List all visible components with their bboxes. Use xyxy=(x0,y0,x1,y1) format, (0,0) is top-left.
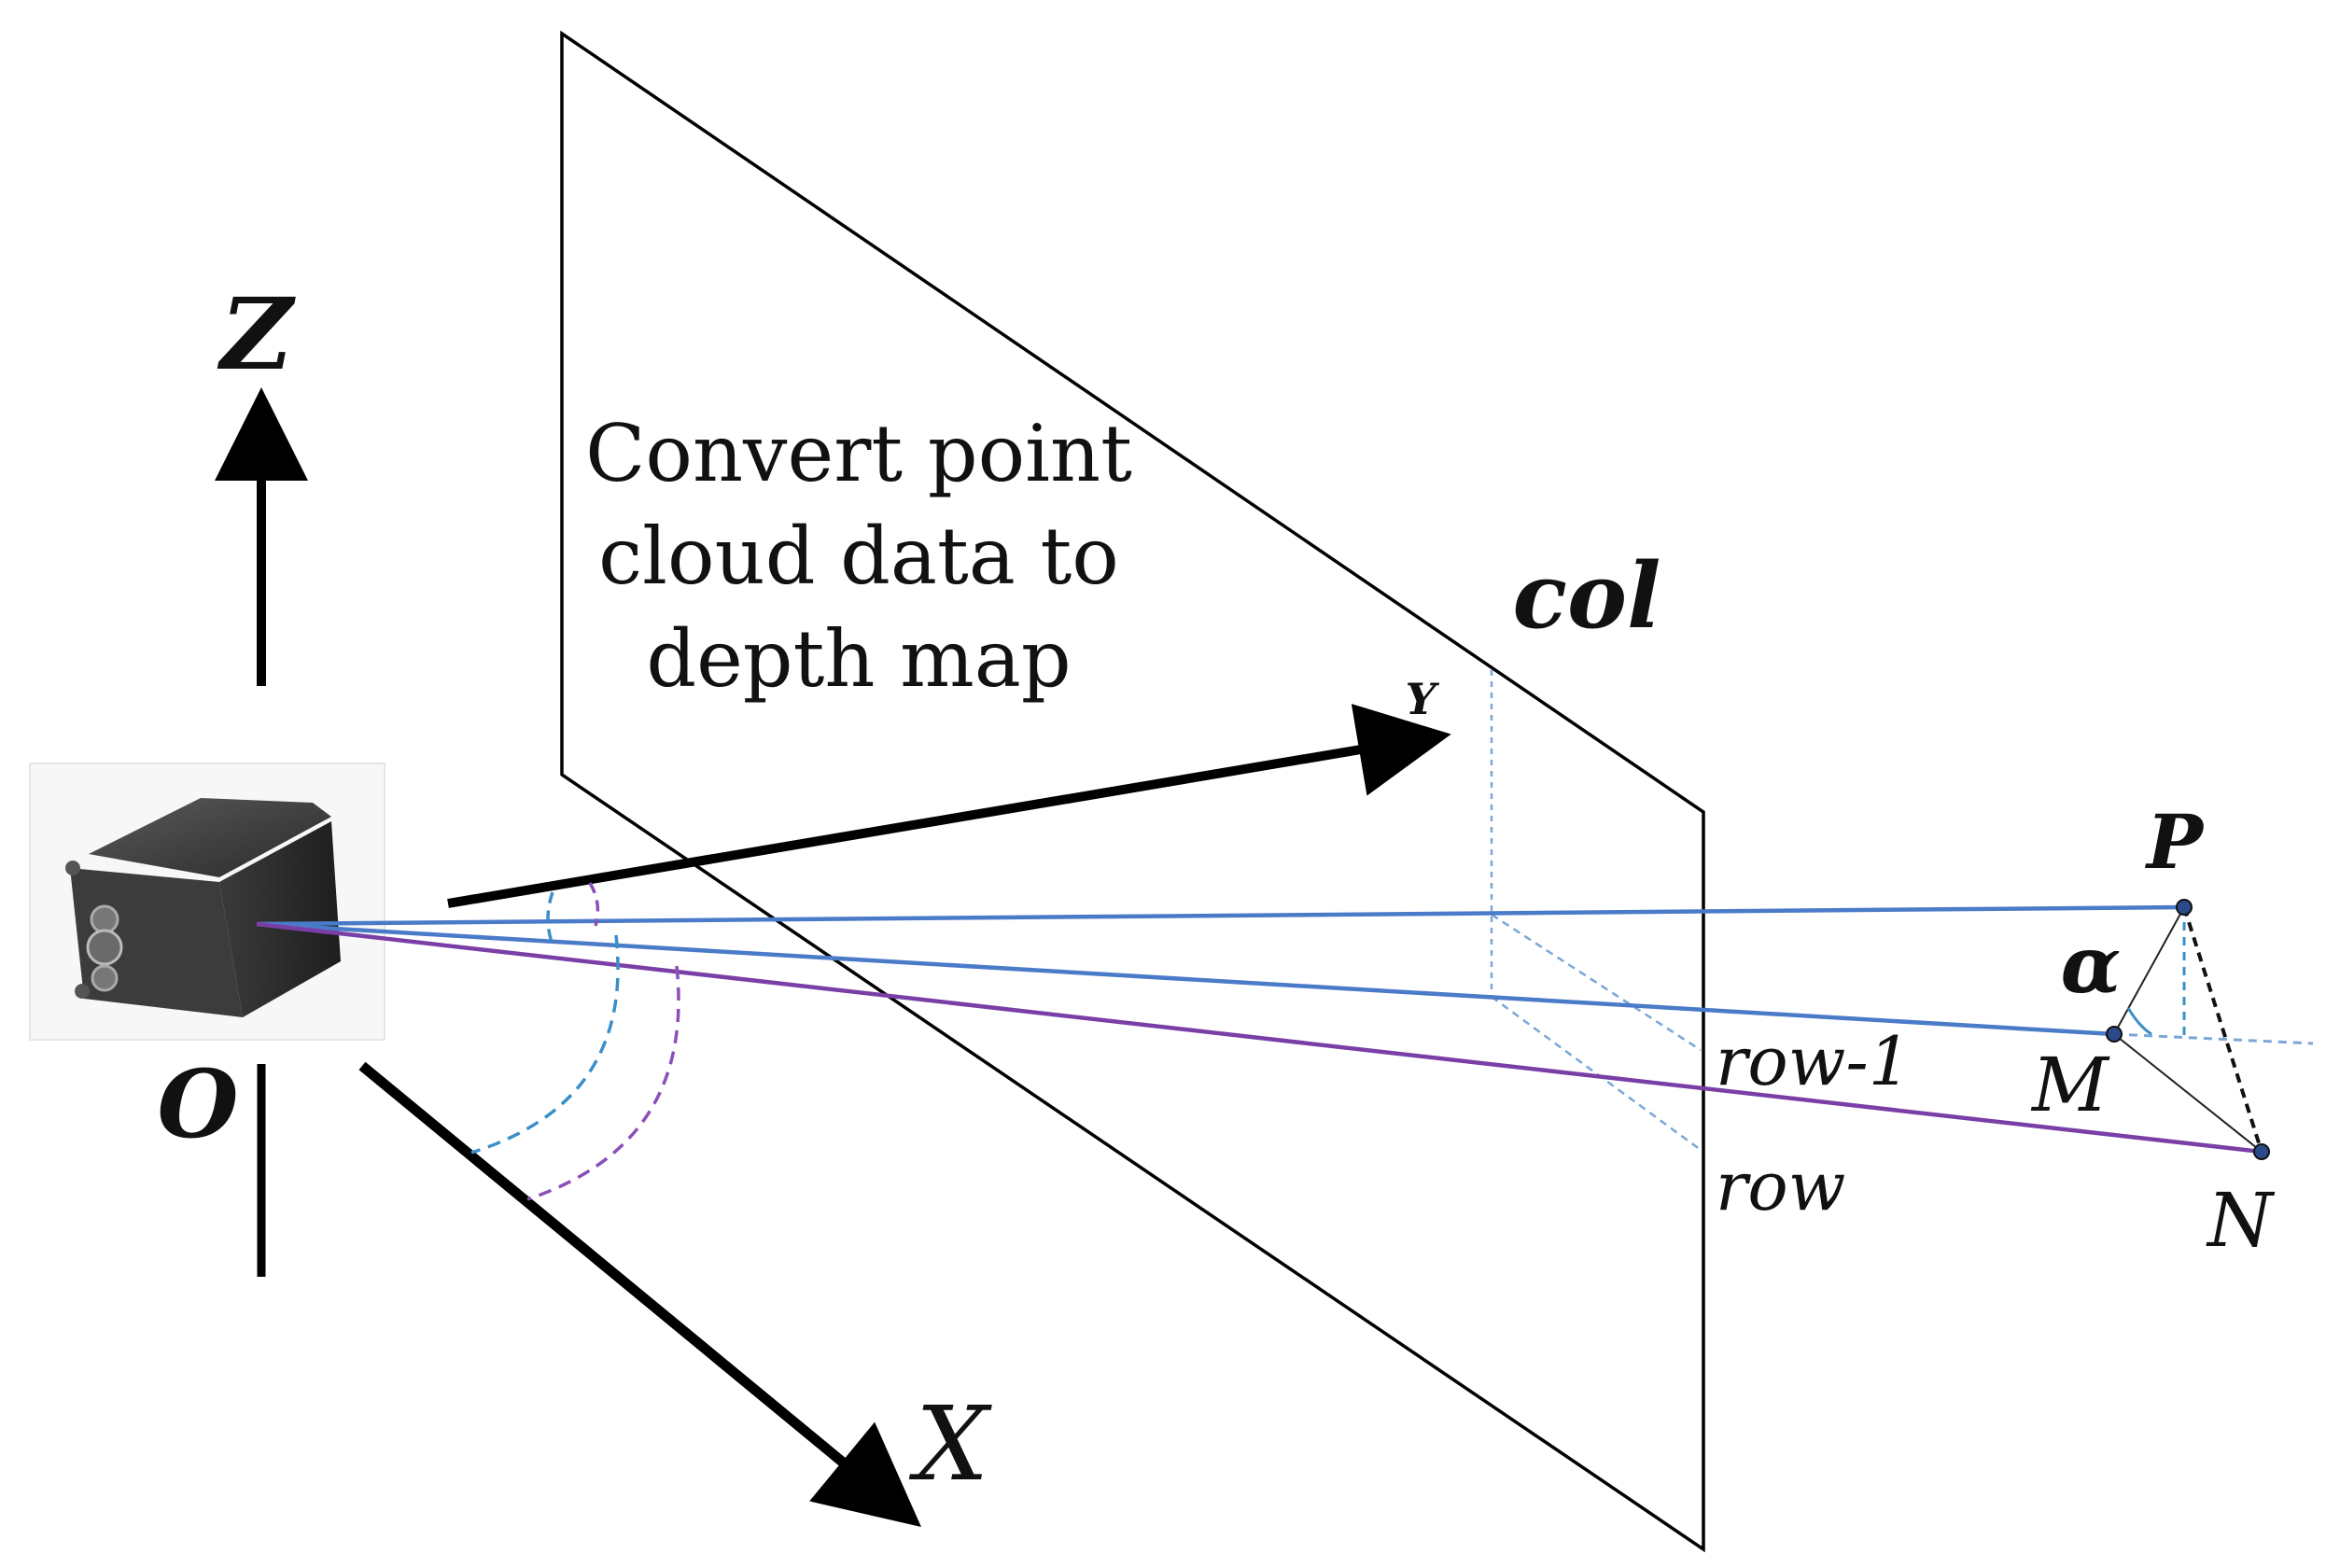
point-n xyxy=(2253,1143,2270,1160)
point-p xyxy=(2176,899,2193,916)
alpha-label: α xyxy=(2061,918,2122,1011)
y-axis-arrow xyxy=(447,704,1451,908)
caption-line-3: depth map xyxy=(646,613,1071,705)
segment-m-n xyxy=(2113,1033,2263,1153)
large-angle-arc-purple xyxy=(526,965,680,1201)
p-label: P xyxy=(2145,798,2206,886)
m-extension-dashed xyxy=(2113,1032,2314,1045)
small-angle-arc-purple xyxy=(588,882,600,927)
m-label: M xyxy=(2030,1042,2110,1128)
alpha-angle-arc xyxy=(2126,1007,2152,1036)
row-lower-guide-dashed xyxy=(1491,995,1702,1152)
y-axis-label: Y xyxy=(1406,674,1440,724)
x-axis-label: X xyxy=(908,1384,992,1504)
projection-plane xyxy=(560,30,1705,1553)
caption-line-2: cloud data to xyxy=(598,511,1119,602)
x-axis-arrow xyxy=(358,1061,921,1527)
lidar-sensor-icon xyxy=(29,763,385,1041)
row-guide-dashed xyxy=(1491,913,1702,1052)
row-minus-1-label: row-1 xyxy=(1716,1022,1912,1100)
small-angle-arc-blue xyxy=(546,891,554,945)
segment-p-n-dashed xyxy=(2182,906,2263,1153)
col-label: col xyxy=(1513,543,1661,649)
origin-label: O xyxy=(157,1049,238,1159)
ray-to-m xyxy=(256,921,2115,1037)
point-m xyxy=(2106,1026,2123,1043)
n-label: N xyxy=(2206,1177,2276,1264)
ray-to-p xyxy=(256,904,2185,927)
large-angle-arc-blue xyxy=(470,934,620,1155)
row-label: row xyxy=(1716,1147,1845,1225)
caption-line-1: Convert point xyxy=(585,408,1132,499)
z-axis-label: Z xyxy=(217,275,296,392)
ray-to-n xyxy=(256,921,2263,1155)
segment-p-m xyxy=(2113,906,2185,1035)
